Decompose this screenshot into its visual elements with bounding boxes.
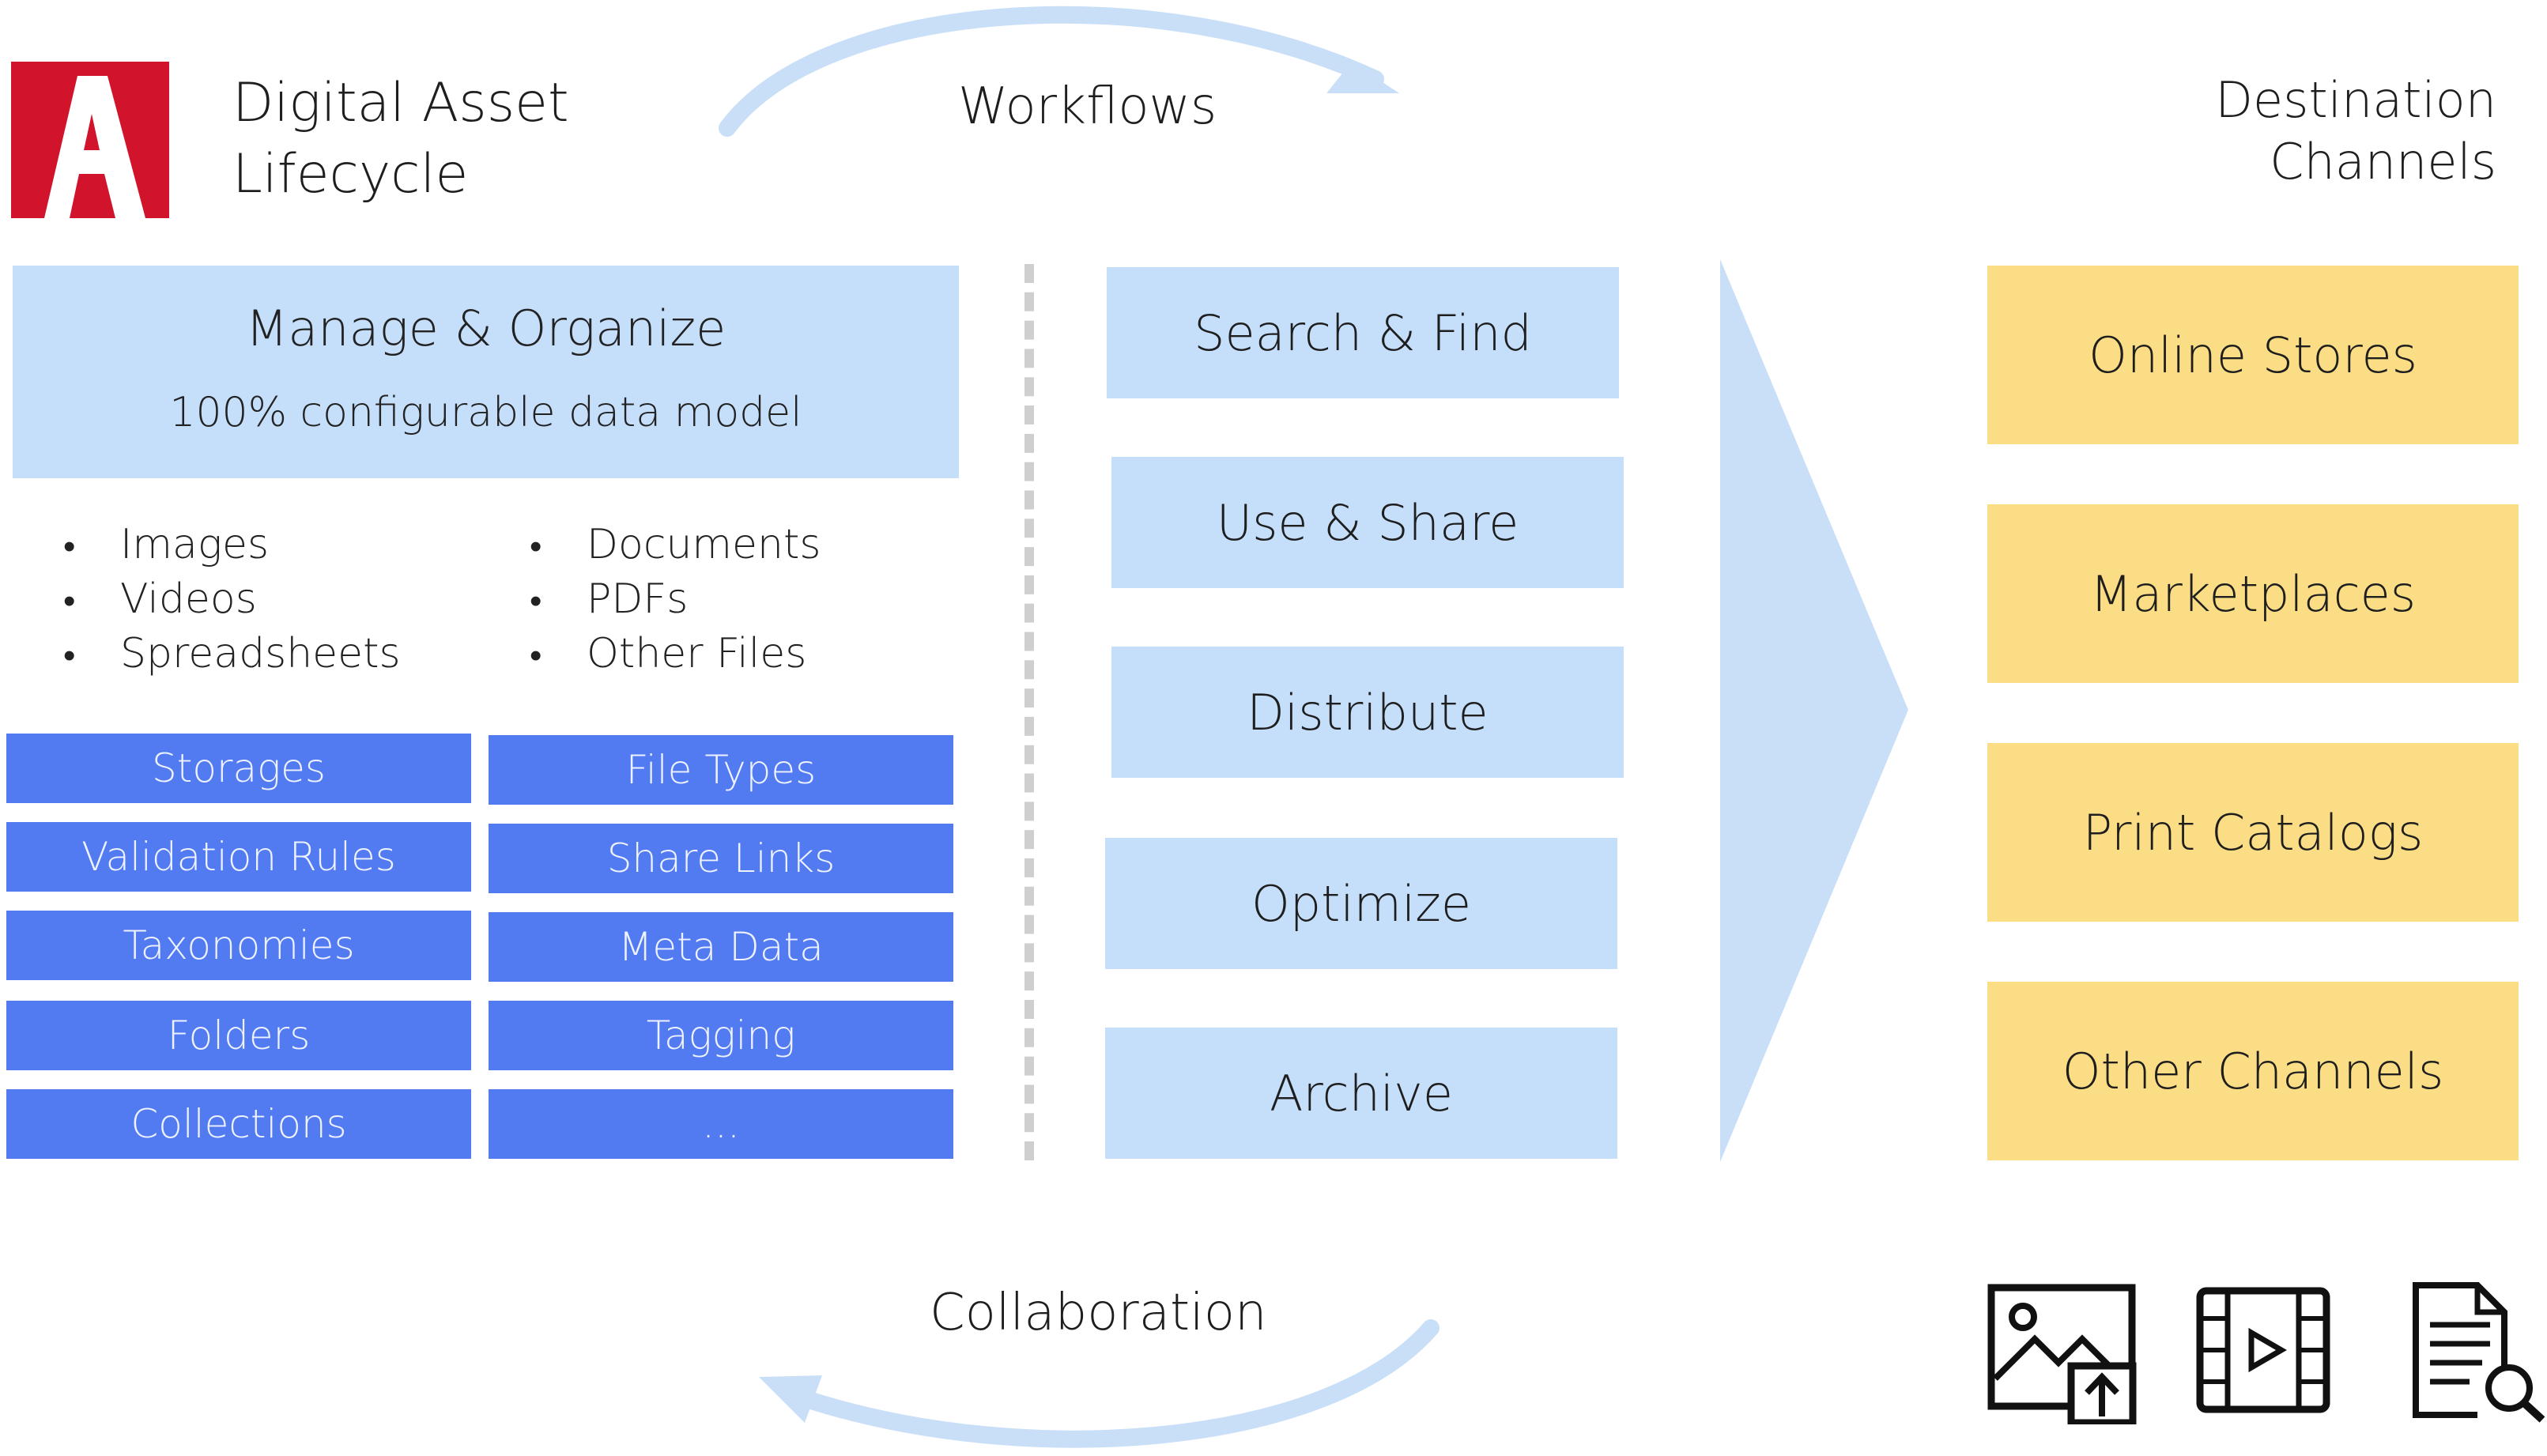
- document-search-icon: [2411, 1281, 2547, 1423]
- title-line-1: Digital Asset: [232, 72, 569, 134]
- feature-tag-file-types: File Types: [487, 734, 955, 806]
- workflows-arrow-icon: [719, 6, 1399, 137]
- video-icon: [2196, 1287, 2346, 1428]
- feature-tag-folders: Folders: [5, 999, 473, 1072]
- list-item: Other Files: [587, 628, 821, 682]
- destination-line-2: Channels: [2270, 133, 2496, 190]
- channel-print-catalogs: Print Catalogs: [1987, 743, 2519, 922]
- feature-tag-validation-rules: Validation Rules: [5, 820, 473, 893]
- diagram-title: Digital Asset Lifecycle: [232, 68, 569, 210]
- workflow-step-search-find: Search & Find: [1107, 267, 1619, 398]
- title-line-2: Lifecycle: [232, 143, 469, 206]
- channel-other-channels: Other Channels: [1987, 982, 2519, 1160]
- feature-tag-collections: Collections: [5, 1088, 473, 1160]
- workflow-step-optimize: Optimize: [1105, 838, 1617, 969]
- feature-tag-share-links: Share Links: [487, 822, 955, 895]
- list-item: Images: [120, 519, 401, 573]
- manage-subtitle: 100% configurable data model: [169, 389, 802, 436]
- asset-types-left-list: Images Videos Spreadsheets: [120, 519, 401, 682]
- manage-title: Manage & Organize: [245, 300, 726, 357]
- brand-logo: [11, 62, 169, 218]
- section-divider: [1024, 264, 1034, 1160]
- workflows-label: Workflows: [958, 77, 1217, 136]
- list-item: Spreadsheets: [120, 628, 401, 682]
- destination-line-1: Destination: [2215, 71, 2496, 129]
- feature-tag-more: ...: [487, 1088, 955, 1160]
- feature-tag-meta-data: Meta Data: [487, 911, 955, 983]
- collaboration-label: Collaboration: [930, 1284, 1267, 1342]
- workflow-step-archive: Archive: [1105, 1028, 1617, 1159]
- destination-channels-label: Destination Channels: [2215, 70, 2496, 193]
- list-item: Videos: [120, 573, 401, 628]
- feature-tag-taxonomies: Taxonomies: [5, 909, 473, 982]
- manage-organize-box: Manage & Organize 100% configurable data…: [13, 266, 959, 478]
- feature-tag-tagging: Tagging: [487, 999, 955, 1072]
- image-upload-icon: [1987, 1284, 2138, 1427]
- channel-online-stores: Online Stores: [1987, 266, 2519, 444]
- workflow-step-distribute: Distribute: [1111, 647, 1624, 778]
- workflow-step-use-share: Use & Share: [1111, 457, 1624, 588]
- list-item: PDFs: [587, 573, 821, 628]
- list-item: Documents: [587, 519, 821, 573]
- feature-tag-storages: Storages: [5, 732, 473, 805]
- channel-marketplaces: Marketplaces: [1987, 504, 2519, 683]
- asset-types-right-list: Documents PDFs Other Files: [587, 519, 821, 682]
- flow-arrow-icon: [1720, 259, 1908, 1162]
- collaboration-arrow-icon: [759, 1319, 1440, 1448]
